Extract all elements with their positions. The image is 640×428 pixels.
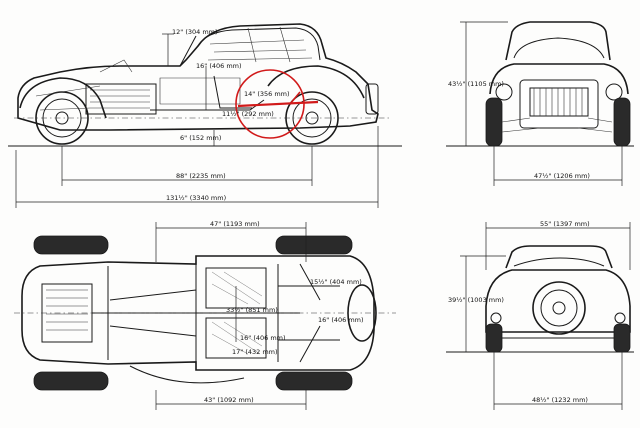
dim-wheelbase: 88" (2235 mm) — [176, 172, 226, 180]
right-rear-light — [614, 312, 626, 324]
windscreen — [179, 35, 197, 67]
left-rear-light — [490, 312, 502, 324]
dim-rear-height: 39½" (1003 mm) — [448, 296, 504, 304]
spare-wheel-side — [365, 83, 379, 115]
radiator-grille — [529, 87, 589, 117]
plan-view: 47" (1193 mm) 33½" (851 mm) 16" (406 mm)… — [14, 220, 396, 410]
dim-plan-small: 17" (432 mm) — [232, 348, 278, 356]
dim-plan-front-track: 47" (1193 mm) — [210, 220, 260, 228]
plan-front-left-tyre — [33, 235, 109, 255]
dim-plan-rear-track: 43" (1092 mm) — [204, 396, 254, 404]
seat — [213, 75, 252, 109]
rear-wing — [267, 65, 365, 99]
soft-top — [197, 27, 321, 61]
dim-rear-track: 48½" (1232 mm) — [532, 396, 588, 404]
side-elevation: 12" (304 mm) 16" (406 mm) 14" (356 mm) 1… — [8, 23, 402, 208]
front-body — [519, 79, 599, 129]
rear-body — [485, 269, 631, 333]
dim-overall-length: 131½" (3340 mm) — [166, 194, 226, 202]
dim-plan-seat: 16" (406 mm) — [240, 334, 286, 342]
front-windscreen — [513, 37, 605, 59]
plan-body-outline — [21, 255, 375, 371]
dim-side-upper: 12" (304 mm) — [172, 28, 218, 36]
exhaust — [129, 365, 245, 384]
dim-rear-width: 55" (1397 mm) — [540, 220, 590, 228]
dim-side-seat: 14" (356 mm) — [244, 90, 290, 98]
dim-plan-rear: 15½" (404 mm) — [310, 278, 362, 286]
dim-side-low: 11½" (292 mm) — [222, 110, 274, 118]
dim-front-track: 47½" (1206 mm) — [534, 172, 590, 180]
rear-hood — [505, 245, 613, 269]
dim-ground-clearance: 6" (152 mm) — [180, 134, 221, 142]
rear-view: 55" (1397 mm) 39½" (1003 mm) 48½" (1232 … — [446, 220, 634, 410]
dim-plan-tank: 16" (406 mm) — [318, 316, 364, 324]
side-body-outline — [17, 23, 379, 131]
engine-block — [85, 83, 157, 115]
highlight-line — [237, 100, 319, 108]
rear-spare-wheel — [532, 281, 586, 335]
front-left-tyre — [485, 97, 503, 147]
dim-side-mid: 16" (406 mm) — [196, 62, 242, 70]
rear-right-tyre — [613, 323, 631, 353]
dim-plan-mid: 33½" (851 mm) — [226, 306, 278, 314]
highlight-circle — [235, 69, 305, 139]
front-right-tyre — [613, 97, 631, 147]
prop-shaft — [150, 99, 265, 111]
left-headlamp — [495, 83, 513, 101]
front-wing — [19, 77, 107, 119]
front-hood — [505, 21, 611, 61]
right-headlamp — [605, 83, 623, 101]
plan-rear-right-tyre — [275, 371, 353, 391]
rear-left-tyre — [485, 323, 503, 353]
plan-front-right-tyre — [33, 371, 109, 391]
plan-rear-left-tyre — [275, 235, 353, 255]
dim-front-height: 43½" (1105 mm) — [448, 80, 504, 88]
front-view: 43½" (1105 mm) 47½" (1206 mm) — [446, 21, 634, 186]
